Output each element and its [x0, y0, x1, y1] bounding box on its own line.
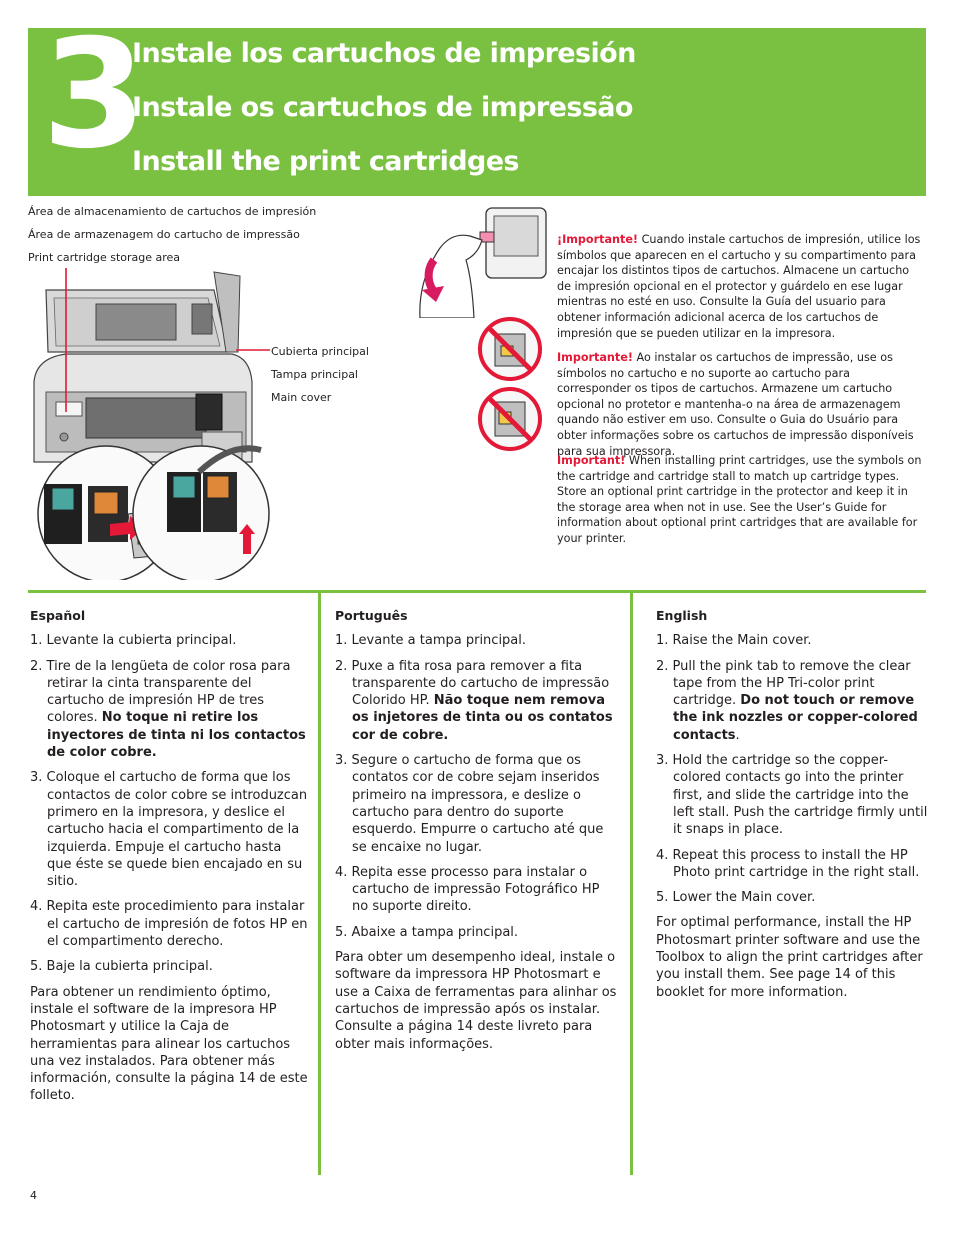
steps-list-pt: 1. Levante a tampa principal. 2. Puxe a … [335, 632, 617, 941]
page-number: 4 [30, 1189, 37, 1202]
important-text-es: Cuando instale cartuchos de impresión, u… [557, 233, 921, 340]
step-5-es: 5. Baje la cubierta principal. [30, 959, 213, 975]
step-1-es: 1. Levante la cubierta principal. [30, 633, 237, 649]
column-divider-2 [630, 593, 633, 1175]
banner-titles: Instale los cartuchos de impresión Insta… [132, 36, 636, 198]
important-text-pt: Ao instalar os cartuchos de impressão, u… [557, 351, 914, 458]
important-note-en: Important! When installing print cartrid… [557, 453, 923, 547]
step-1-pt: 1. Levante a tampa principal. [335, 633, 527, 649]
closing-paragraph-en: For optimal performance, install the HP … [656, 915, 923, 1000]
column-heading-es: Español [30, 608, 86, 623]
do-not-touch-contacts-icon [478, 387, 542, 451]
important-note-pt: Importante! Ao instalar os cartuchos de … [557, 350, 923, 459]
storage-area-label-es: Área de almacenamiento de cartuchos de i… [28, 205, 317, 218]
steps-list-en: 1. Raise the Main cover. 2. Pull the pin… [656, 632, 928, 906]
column-divider-1 [318, 593, 321, 1175]
important-note-es: ¡Importante! Cuando instale cartuchos de… [557, 232, 923, 341]
important-label-en: Important! [557, 454, 626, 467]
step-4-pt: 4. Repita esse processo para instalar o … [335, 864, 600, 915]
step-1-en: 1. Raise the Main cover. [656, 633, 812, 649]
remove-tape-illustration [419, 207, 547, 318]
do-not-touch-nozzles-icon [478, 317, 542, 381]
section-divider [28, 590, 926, 593]
step-number: 3 [42, 8, 146, 182]
step-3-es: 3. Coloque el cartucho de forma que los … [30, 770, 308, 890]
important-label-es: ¡Importante! [557, 233, 639, 246]
printer-illustration [33, 268, 270, 580]
storage-area-label-pt: Área de armazenagem do cartucho de impre… [28, 228, 300, 241]
steps-list-es: 1. Levante la cubierta principal. 2. Tir… [30, 632, 308, 975]
step-5-en: 5. Lower the Main cover. [656, 890, 816, 906]
important-label-pt: Importante! [557, 351, 633, 364]
step-4-en: 4. Repeat this process to install the HP… [656, 847, 920, 880]
storage-area-label-en: Print cartridge storage area [28, 251, 181, 264]
column-heading-pt: Português [335, 608, 408, 623]
title-spanish: Instale los cartuchos de impresión [132, 38, 636, 69]
step-2-pt: 2. Puxe a fita rosa para remover a fita … [335, 658, 613, 743]
main-cover-callouts: Cubierta principal Tampa principal Main … [271, 345, 369, 414]
closing-paragraph-pt: Para obter um desempenho ideal, instale … [335, 950, 617, 1052]
main-cover-label-es: Cubierta principal [271, 345, 369, 358]
main-cover-label-en: Main cover [271, 391, 332, 404]
step-5-pt: 5. Abaixe a tampa principal. [335, 924, 519, 940]
column-portuguese: Português 1. Levante a tampa principal. … [335, 607, 617, 1053]
step-2-es: 2. Tire de la lengüeta de color rosa par… [30, 658, 306, 761]
title-portuguese: Instale os cartuchos de impressão [132, 92, 633, 123]
column-english: English 1. Raise the Main cover. 2. Pull… [656, 607, 928, 1001]
closing-paragraph-es: Para obtener un rendimiento óptimo, inst… [30, 984, 308, 1104]
important-text-en: When installing print cartridges, use th… [557, 454, 922, 545]
step-2-en: 2. Pull the pink tab to remove the clear… [656, 658, 918, 743]
step-4-es: 4. Repita este procedimiento para instal… [30, 899, 308, 950]
storage-area-callouts: Área de almacenamiento de cartuchos de i… [28, 205, 316, 274]
column-heading-en: English [656, 608, 708, 623]
column-spanish: Español 1. Levante la cubierta principal… [30, 607, 308, 1105]
title-english: Install the print cartridges [132, 146, 520, 177]
step-banner: 3 Instale los cartuchos de impresión Ins… [28, 20, 926, 198]
step-3-en: 3. Hold the cartridge so the copper-colo… [656, 753, 928, 838]
step-3-pt: 3. Segure o cartucho de forma que os con… [335, 753, 604, 855]
main-cover-label-pt: Tampa principal [271, 368, 358, 381]
